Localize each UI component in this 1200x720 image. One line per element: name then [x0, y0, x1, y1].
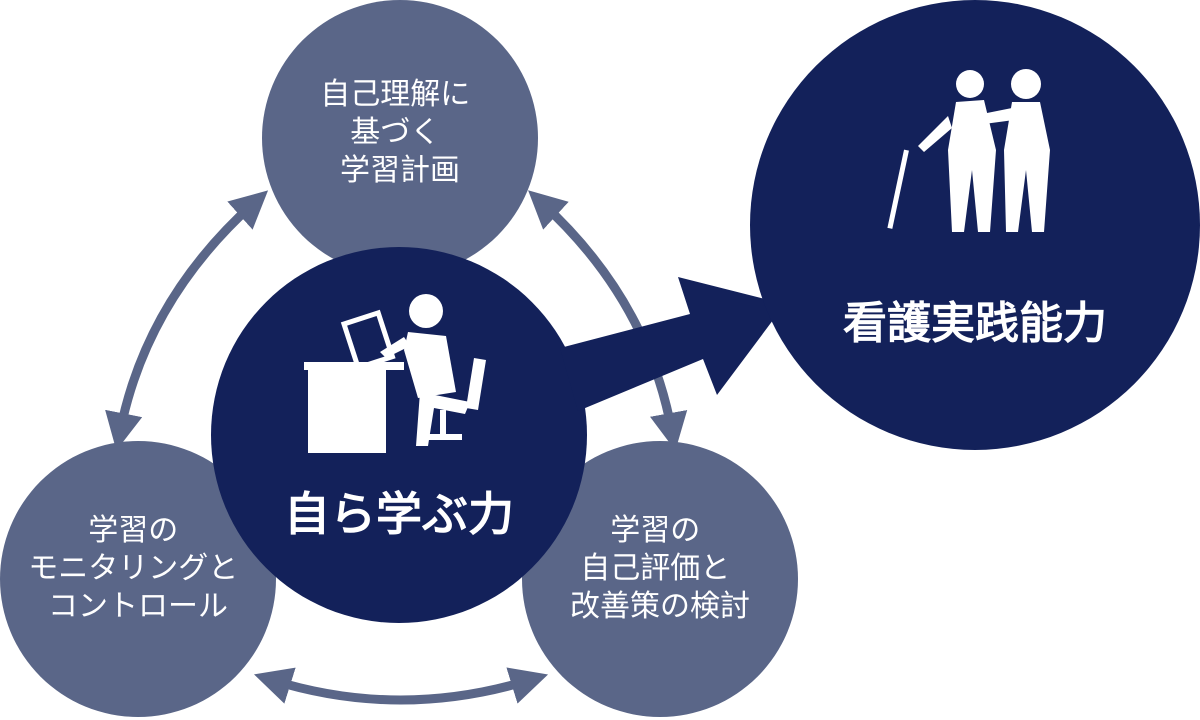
cycle-arrow-plan-monitor — [105, 190, 269, 451]
node-plan-line-1: 自己理解に — [320, 77, 470, 112]
node-evaluate — [522, 441, 798, 717]
node-monitor-line-1: 学習の — [88, 513, 178, 548]
node-goal — [750, 0, 1200, 450]
node-plan — [262, 0, 538, 276]
caregiver-assisting-elderly-icon — [887, 69, 1050, 232]
cycle-arrow-monitor-evaluate — [253, 667, 549, 705]
node-monitor-label: 学習の モニタリングと コントロール — [28, 513, 248, 624]
node-evaluate-line-2: 自己評価と — [580, 551, 730, 586]
node-evaluate-line-1: 学習の — [610, 513, 700, 548]
node-center-label: 自ら学ぶ力 — [284, 487, 514, 541]
node-evaluate-label: 学習の 自己評価と 改善策の検討 — [570, 513, 750, 624]
node-plan-line-2: 基づく — [350, 115, 440, 150]
node-goal-label: 看護実践能力 — [843, 298, 1107, 349]
node-evaluate-line-3: 改善策の検討 — [570, 589, 750, 624]
main-arrow — [560, 277, 785, 411]
cycle-arrow-plan-evaluate — [528, 190, 688, 451]
node-monitor-line-2: モニタリングと — [28, 551, 238, 586]
person-studying-at-desk-icon — [304, 294, 486, 453]
node-monitor — [0, 441, 276, 717]
node-plan-line-3: 学習計画 — [340, 153, 460, 188]
node-center — [211, 247, 587, 623]
node-monitor-line-3: コントロール — [48, 589, 228, 624]
node-plan-label: 自己理解に 基づく 学習計画 — [320, 77, 480, 188]
